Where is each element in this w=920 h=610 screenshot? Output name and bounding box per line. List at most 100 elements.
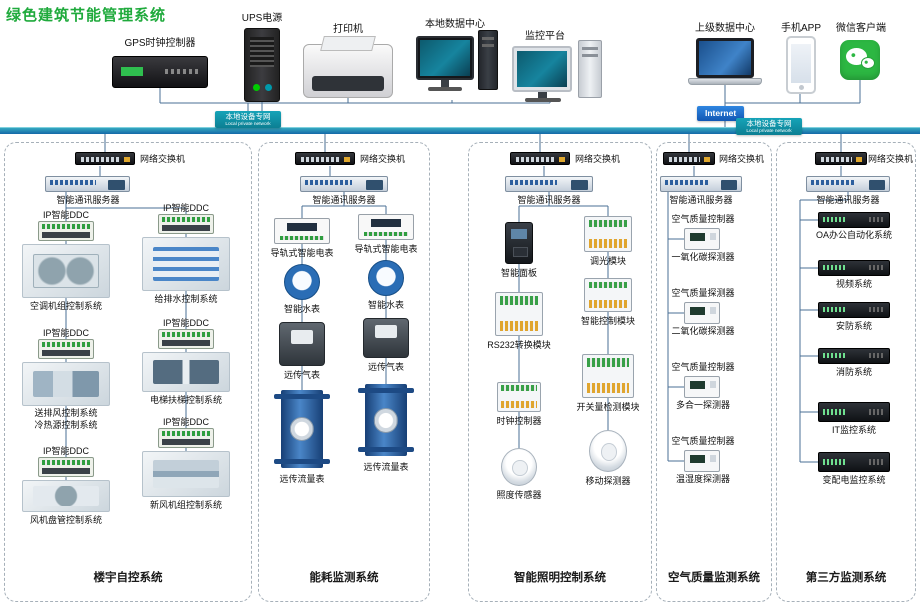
printer-device (303, 44, 393, 98)
col5-comm-server (806, 176, 890, 192)
col3-item-label: 开关量检测模块 (576, 402, 640, 412)
monitoring-platform-label: 监控平台 (525, 31, 565, 42)
col2-item-label: 远传流量表 (279, 474, 325, 484)
col1-ddc-module (38, 457, 94, 477)
din-power-meter (358, 214, 414, 240)
col1-ddc-label: IP智能DDC (42, 446, 90, 456)
col1-ddc-label: IP智能DDC (162, 318, 210, 328)
col1-server-label: 智能通讯服务器 (56, 195, 120, 205)
col5-item-label: OA办公自动化系统 (815, 230, 893, 240)
fan-system-image (22, 362, 110, 406)
laptop-base (688, 78, 762, 85)
water-meter (368, 260, 404, 296)
column-air-quality (656, 142, 772, 602)
it-monitoring-device (818, 402, 890, 422)
col1-ddc-label: IP智能DDC (42, 210, 90, 220)
col2-server-label: 智能通讯服务器 (312, 195, 376, 205)
col4-group-bottom-label: 温湿度探测器 (675, 474, 731, 484)
col4-group-top-label: 空气质量控制器 (671, 214, 735, 224)
gps-clock-device (112, 56, 208, 88)
switch-detection-module-device (582, 354, 634, 398)
col3-item-label: 智能控制模块 (580, 316, 636, 326)
col2-item-label: 远传气表 (367, 362, 405, 372)
page-title: 绿色建筑节能管理系统 (6, 7, 167, 24)
wechat-icon (840, 40, 880, 80)
monitoring-platform-monitor (512, 46, 572, 92)
col1-ddc-label: IP智能DDC (42, 328, 90, 338)
mobile-phone-device (786, 36, 816, 94)
col1-group-label: 风机盘管控制系统 (29, 515, 103, 525)
col3-comm-server (505, 176, 593, 192)
col1-network-switch (75, 152, 135, 165)
col4-group-bottom-label: 多合一探测器 (675, 400, 731, 410)
col2-item-label: 导轨式智能电表 (270, 248, 334, 258)
elevator-image (142, 352, 230, 392)
monitor-base (428, 87, 462, 91)
monitoring-platform-tower (578, 40, 602, 98)
air-quality-device (684, 228, 720, 250)
col1-ddc-label: IP智能DDC (162, 417, 210, 427)
superior-datacenter-label: 上级数据中心 (695, 23, 755, 34)
col5-item-label: 视频系统 (835, 279, 873, 289)
col3-item-label: 移动探测器 (585, 476, 631, 486)
laptop-screen (696, 38, 754, 78)
col1-group-label: 冷热源控制系统 (34, 420, 98, 430)
badge-cn-text: 本地设备专网 (225, 112, 271, 121)
smart-control-module-device (584, 278, 632, 312)
column-energy-monitoring (258, 142, 430, 602)
gas-meter (363, 318, 409, 358)
flow-meter (358, 384, 414, 456)
col2-comm-server (300, 176, 388, 192)
ups-label: UPS电源 (241, 13, 283, 24)
monitor-screen (420, 40, 470, 76)
col4-group-top-label: 空气质量控制器 (671, 362, 735, 372)
col4-group-top-label: 空气质量控制器 (671, 436, 735, 446)
video-system-device (818, 260, 890, 276)
network-bus-line (0, 127, 920, 134)
dimming-module-device (584, 216, 632, 252)
col3-item-label: 时钟控制器 (496, 416, 542, 426)
col2-item-label: 智能水表 (283, 304, 321, 314)
col4-comm-server (660, 176, 742, 192)
printer-label: 打印机 (333, 24, 363, 35)
local-network-badge-2: 本地设备专网 Local private network (736, 118, 802, 135)
motion-detector-device (589, 430, 627, 472)
clock-controller-device (497, 382, 541, 412)
plumbing-image (142, 237, 230, 291)
air-quality-device (684, 302, 720, 324)
col1-group-label: 送排风控制系统 (34, 408, 98, 418)
internet-badge: Internet (697, 106, 745, 121)
col3-item-label: 照度传感器 (496, 490, 542, 500)
col4-network-switch (663, 152, 715, 165)
col5-item-label: 变配电监控系统 (822, 475, 886, 485)
col3-server-label: 智能通讯服务器 (517, 195, 581, 205)
col2-item-label: 导轨式智能电表 (354, 244, 418, 254)
col1-group-label: 电梯扶梯控制系统 (149, 395, 223, 405)
col3-item-label: RS232转换模块 (487, 340, 551, 350)
col2-network-switch (295, 152, 355, 165)
column-building-automation (4, 142, 252, 602)
illuminance-sensor-device (501, 448, 537, 486)
gas-meter (279, 322, 325, 366)
power-distribution-device (818, 452, 890, 472)
gps-clock-label: GPS时钟控制器 (124, 38, 196, 49)
col1-ddc-module (158, 428, 214, 448)
col5-item-label: 安防系统 (835, 321, 873, 331)
col5-footer-label: 第三方监测系统 (805, 572, 887, 584)
security-system-device (818, 302, 890, 318)
col3-switch-label: 网络交换机 (575, 154, 621, 164)
col1-ddc-label: IP智能DDC (162, 203, 210, 213)
col3-item-label: 调光模块 (589, 256, 627, 266)
water-meter (284, 264, 320, 300)
local-network-badge-1: 本地设备专网 Local private network (215, 111, 281, 128)
ahu-equipment-image (22, 244, 110, 298)
badge-en-text: Local private network (225, 121, 271, 127)
col1-group-label: 新风机组控制系统 (149, 500, 223, 510)
local-datacenter-tower (478, 30, 498, 90)
monitor-stand (441, 80, 449, 87)
column-third-party (776, 142, 916, 602)
column-lighting-control (468, 142, 652, 602)
air-quality-device (684, 450, 720, 472)
col3-network-switch (510, 152, 570, 165)
